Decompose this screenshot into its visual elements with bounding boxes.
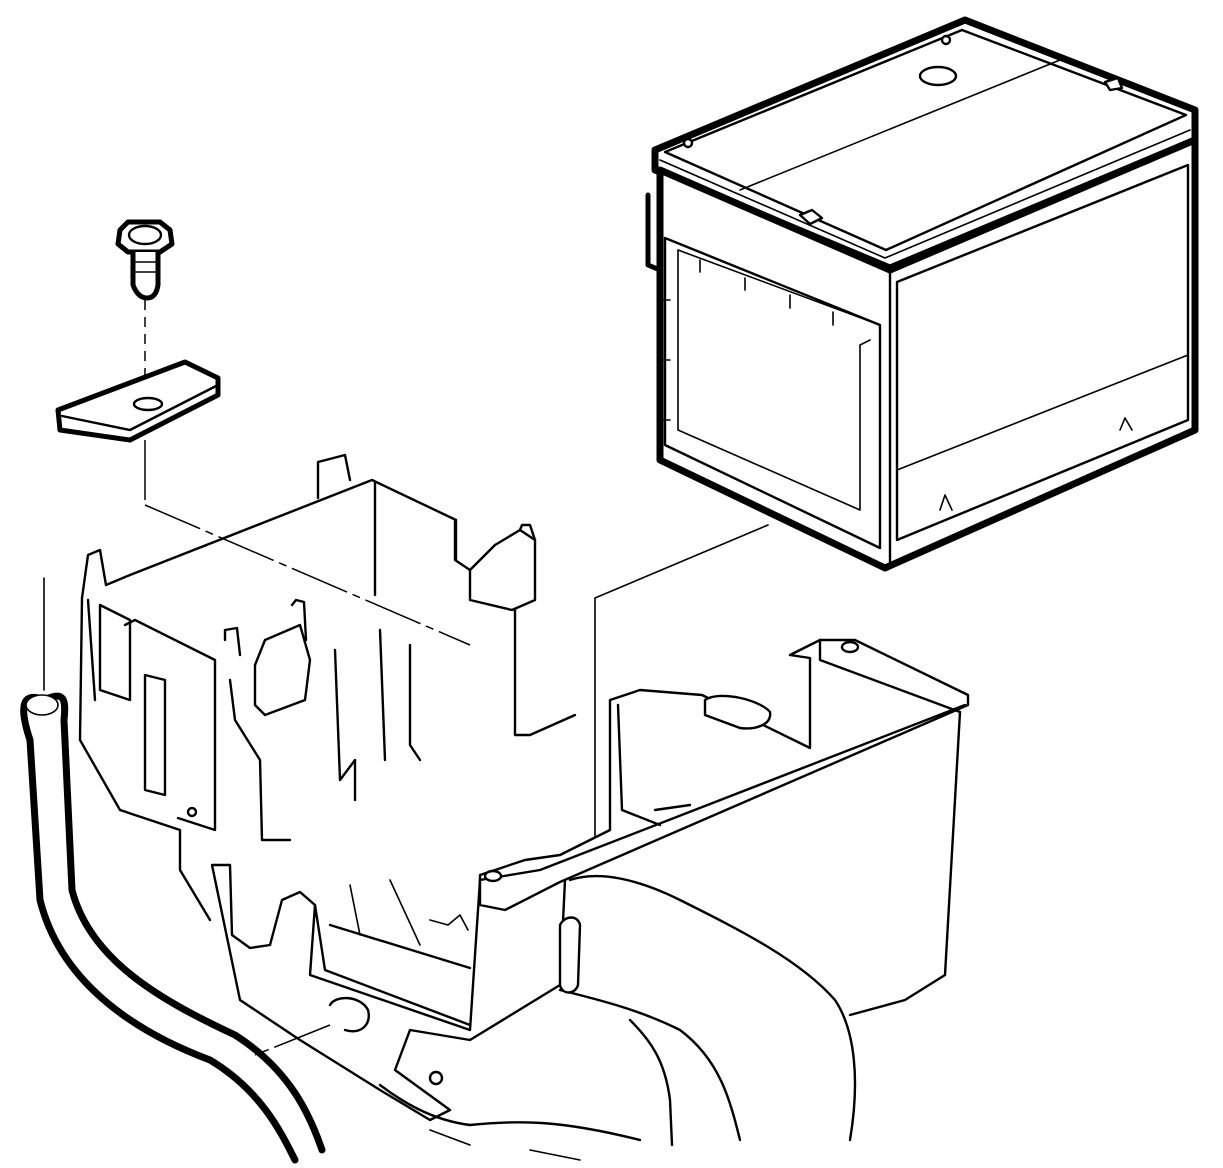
battery xyxy=(645,16,1199,572)
retainer-leader-b xyxy=(144,504,471,646)
vent-hose xyxy=(20,577,326,1164)
hold-down-retainer xyxy=(55,359,221,443)
hose-leader xyxy=(254,1024,331,1056)
battery-leader xyxy=(594,524,769,841)
bolt xyxy=(115,219,175,301)
battery-tray xyxy=(78,453,970,1161)
